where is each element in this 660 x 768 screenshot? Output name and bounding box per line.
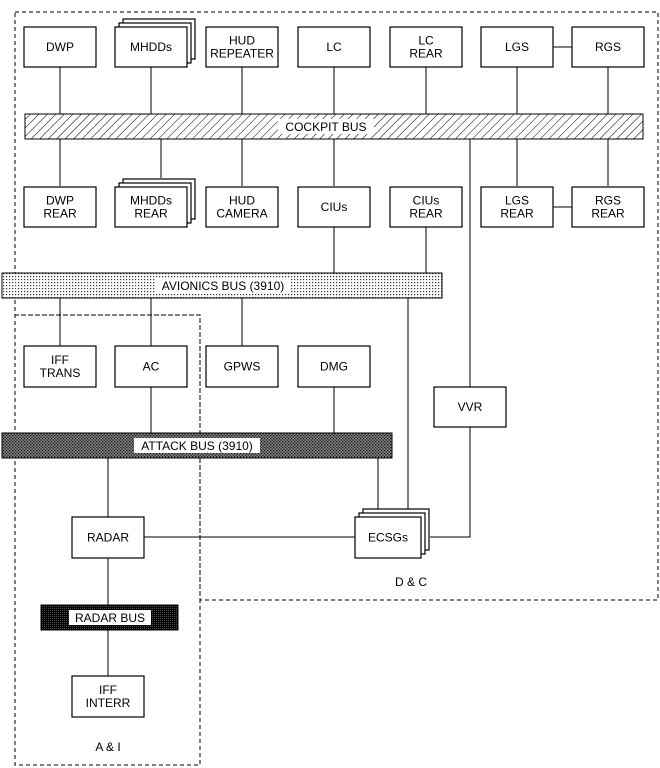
unit-lc: LC: [297, 26, 371, 68]
unit-label: LGS: [505, 40, 529, 54]
unit-label: REAR: [43, 207, 77, 221]
unit-label: REAR: [409, 47, 443, 61]
unit-mhdds: MHDDs: [114, 18, 196, 68]
dc-region: D & C: [14, 11, 659, 601]
unit-label: HUD: [229, 194, 255, 208]
unit-label: RADAR: [87, 531, 129, 545]
unit-label: REAR: [500, 207, 534, 221]
cockpit-bus-label: COCKPIT BUS: [285, 120, 366, 134]
unit-label: TRANS: [40, 366, 81, 380]
unit-ac: AC: [114, 345, 188, 388]
ai-region: A & I: [14, 314, 201, 766]
unit-label: HUD: [229, 34, 255, 48]
radar-bus: RADAR BUS: [40, 604, 179, 631]
unit-lgs: LGS: [480, 26, 554, 68]
radar-bus-label: RADAR BUS: [75, 611, 145, 625]
unit-cius: CIUs: [297, 186, 371, 228]
unit-label: REAR: [134, 207, 168, 221]
unit-label: DWP: [46, 40, 74, 54]
attack-bus: ATTACK BUS (3910): [1, 432, 393, 459]
unit-dmg: DMG: [297, 345, 371, 388]
unit-label: REAR: [591, 207, 625, 221]
unit-label: LC: [326, 40, 342, 54]
unit-label: REPEATER: [210, 47, 274, 61]
unit-label: CIUs: [321, 200, 348, 214]
unit-label: MHDDs: [130, 194, 172, 208]
unit-ecsgs: ECSGs: [354, 508, 430, 559]
unit-label: CIUs: [413, 194, 440, 208]
unit-label: IFF: [51, 353, 69, 367]
unit-label: GPWS: [224, 360, 261, 374]
unit-label: MHDDs: [130, 40, 172, 54]
unit-label: LC: [418, 34, 434, 48]
unit-gpws: GPWS: [205, 345, 279, 388]
cockpit-bus: COCKPIT BUS: [24, 113, 644, 140]
unit-label: DWP: [46, 194, 74, 208]
unit-label: RGS: [595, 40, 621, 54]
unit-label: ECSGs: [368, 531, 408, 545]
unit-label: IFF: [99, 683, 117, 697]
unit-label: REAR: [409, 207, 443, 221]
unit-label: DMG: [320, 360, 348, 374]
ai-region-label: A & I: [95, 740, 120, 754]
unit-radar-unit: RADAR: [71, 516, 145, 559]
unit-label: LGS: [505, 194, 529, 208]
unit-label: INTERR: [86, 696, 131, 710]
attack-bus-label: ATTACK BUS (3910): [141, 439, 253, 453]
avionics-bus: AVIONICS BUS (3910): [1, 272, 443, 299]
avionics-bus-label: AVIONICS BUS (3910): [162, 279, 284, 293]
dc-region-label: D & C: [395, 575, 427, 589]
unit-vvr: VVR: [433, 386, 507, 428]
unit-label: RGS: [595, 194, 621, 208]
unit-rgs: RGS: [571, 26, 645, 68]
unit-dwp: DWP: [23, 26, 97, 68]
connections: [59, 46, 609, 676]
unit-label: AC: [143, 360, 160, 374]
unit-label: CAMERA: [216, 207, 267, 221]
unit-label: VVR: [458, 400, 483, 414]
